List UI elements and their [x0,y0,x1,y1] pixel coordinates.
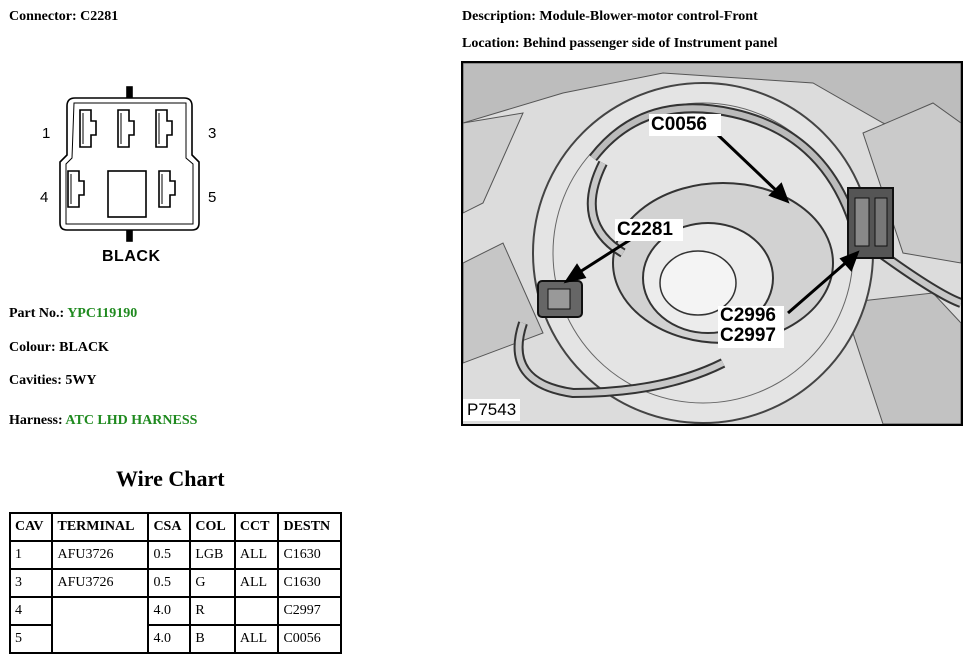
cell-cct: ALL [233,624,280,654]
cell-col: B [189,624,236,654]
blower-illustration [463,63,961,424]
cavities-label: Cavities: 5WY [9,373,97,388]
cell-col: LGB [189,540,236,570]
cell-cav: 4 [8,596,54,626]
wire-chart-table: CAV TERMINAL CSA COL CCT DESTN 1 AFU3726… [8,512,342,654]
callout-c2996: C2996 [720,305,776,326]
table-row: 4 4.0 R C2997 [8,596,342,654]
location-label: Location: Behind passenger side of Instr… [462,36,778,51]
cell-csa: 0.5 [147,540,192,570]
callout-c2997: C2997 [720,325,776,346]
pin-label-3: 3 [208,125,217,142]
wire-chart-title: Wire Chart [116,466,225,491]
part-number-link[interactable]: YPC119190 [67,306,138,321]
cell-csa: 0.5 [147,568,192,598]
cell-col: G [189,568,236,598]
header-terminal: TERMINAL [51,512,150,542]
cell-cct: ALL [233,568,280,598]
harness-label: Harness: [9,413,63,428]
cell-destn: C0056 [277,624,342,654]
cell-destn: C1630 [277,540,342,570]
header-csa: CSA [147,512,192,542]
cell-cav: 5 [8,624,54,654]
pin-label-5: 5 [208,189,217,206]
table-row: 5 4.0 B ALL C0056 [8,624,342,654]
colour-label: Colour: BLACK [9,340,109,355]
part-number-label: Part No.: [9,306,65,321]
header-col: COL [189,512,236,542]
connector-face-drawing [59,86,200,242]
cell-terminal-merged [51,596,150,654]
cell-terminal: AFU3726 [51,568,150,598]
table-row: 1 AFU3726 0.5 LGB ALL C1630 [8,540,342,570]
cell-cav: 1 [8,540,54,570]
harness-link[interactable]: ATC LHD HARNESS [65,413,198,428]
pin-label-4: 4 [40,189,49,206]
pin-label-1: 1 [42,125,51,142]
wire-chart-header-row: CAV TERMINAL CSA COL CCT DESTN [8,512,342,542]
callout-c2281: C2281 [617,219,673,240]
header-destn: DESTN [277,512,342,542]
cell-cct: ALL [233,540,280,570]
table-row: 3 AFU3726 0.5 G ALL C1630 [8,568,342,598]
cell-csa: 4.0 [147,624,192,654]
cell-cav: 3 [8,568,54,598]
header-cav: CAV [8,512,54,542]
part-number-row: Part No.: YPC119190 [9,306,137,322]
header-cct: CCT [233,512,280,542]
location-photo: C0056 C2281 C2996 C2997 P7543 [461,61,963,426]
photo-code: P7543 [463,399,521,421]
cell-cct [233,596,280,626]
callout-c0056: C0056 [651,114,707,135]
cell-csa: 4.0 [147,596,192,626]
diagram-colour-text: BLACK [102,248,161,265]
connector-label: Connector: C2281 [9,9,119,24]
cell-col: R [189,596,236,626]
cell-destn: C2997 [277,596,342,626]
description-label: Description: Module-Blower-motor control… [462,9,758,24]
cell-destn: C1630 [277,568,342,598]
connector-diagram: 1 3 4 5 BLACK [30,85,230,275]
cell-terminal: AFU3726 [51,540,150,570]
harness-row: Harness: ATC LHD HARNESS [9,413,197,429]
